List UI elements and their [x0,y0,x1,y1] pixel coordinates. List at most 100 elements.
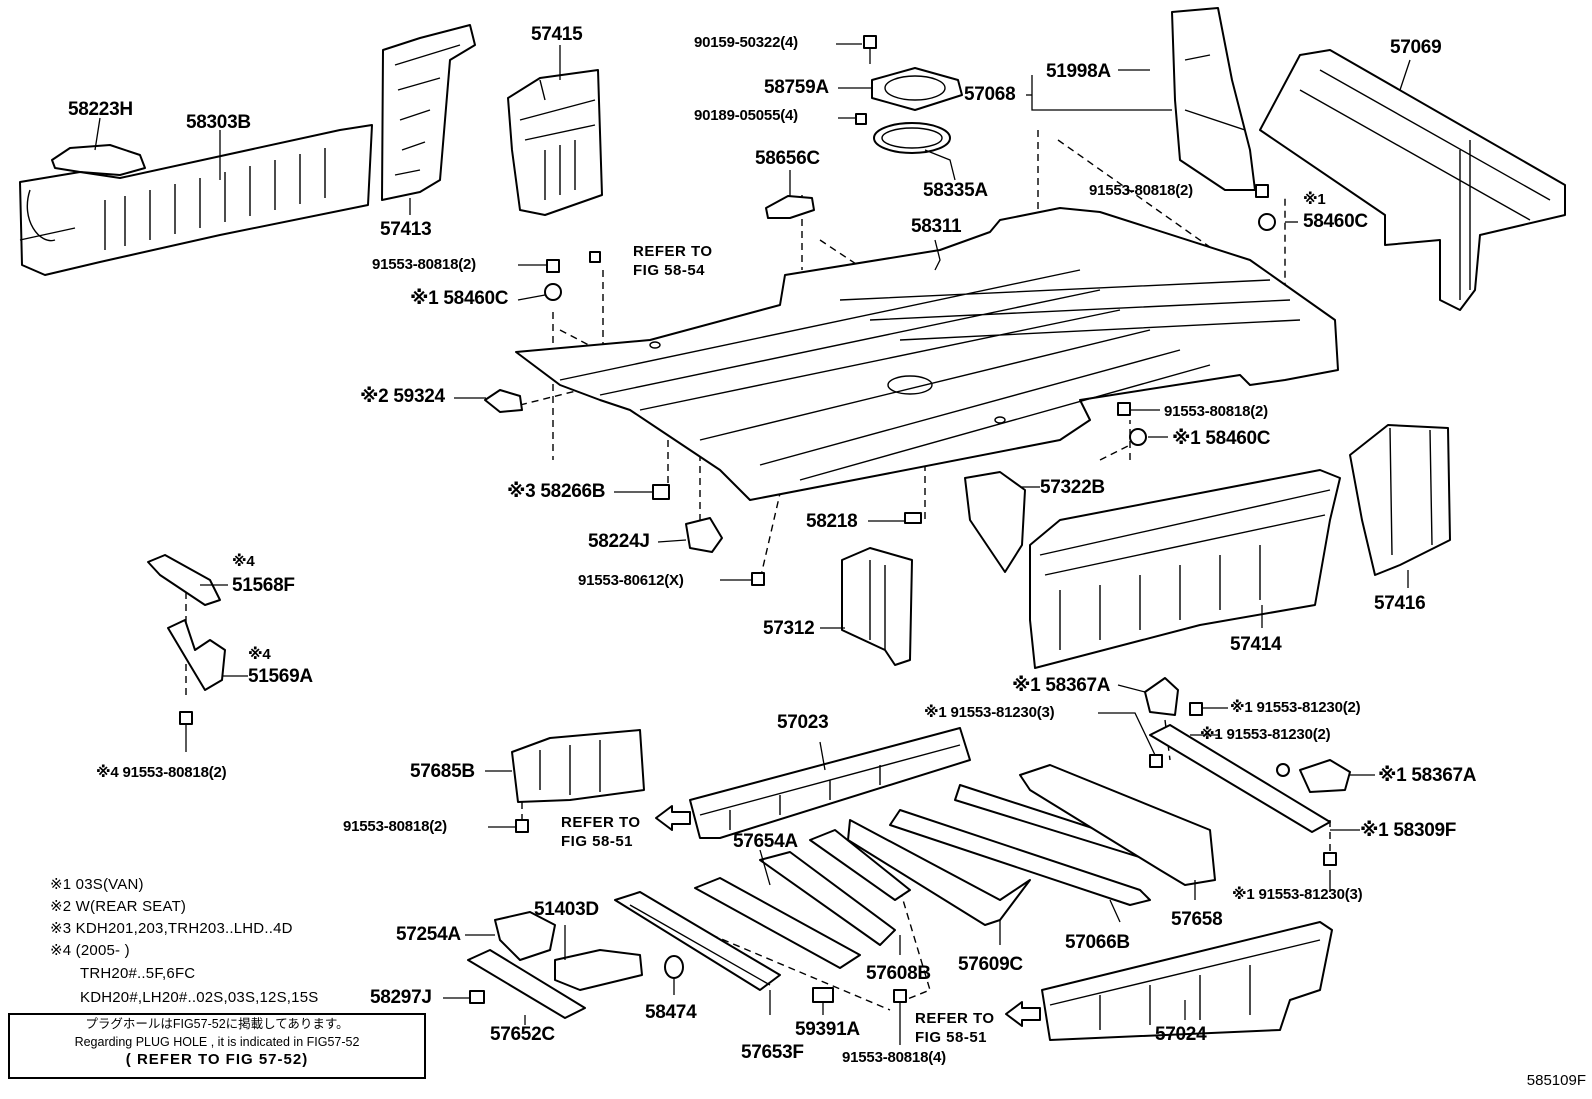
label-57413: 57413 [380,219,432,240]
plug-hole-notice-jp: プラグホールはFIG57-52に掲載してあります。 [85,1017,349,1031]
note-mark4-line3: KDH20#,LH20#..02S,03S,12S,15S [80,989,319,1006]
label-91553-80818-mark4: ※4 91553-80818(2) [96,764,227,781]
label-90189-05055: 90189-05055(4) [694,107,798,124]
part-58266B [652,484,670,500]
label-58460C-right: 58460C [1303,211,1368,232]
label-57685B: 57685B [410,761,475,782]
part-57254A [494,911,556,961]
part-57068 [1171,7,1256,191]
label-refer-to-a: REFER TO [633,243,713,260]
label-58367A-right: ※1 58367A [1378,765,1477,786]
part-57024 [1041,921,1333,1041]
label-mark4-b: ※4 [248,646,271,663]
label-57066B: 57066B [1065,932,1130,953]
diagram-code: 585109F [1526,1072,1586,1089]
part-58656C [765,195,815,219]
label-refer-to-b: REFER TO [561,814,641,831]
label-57653F: 57653F [741,1042,804,1063]
label-58297J: 58297J [370,987,432,1008]
label-51568F: 51568F [232,575,295,596]
label-58311: 58311 [911,216,962,237]
label-fig-58-54: FIG 58-54 [633,262,706,279]
label-57652C: 57652C [490,1024,555,1045]
part-58367A-top [1144,677,1179,716]
bolt-90189 [855,113,867,125]
plug-hole-notice-en: Regarding PLUG HOLE , it is indicated in… [74,1035,360,1049]
bolt-81230-top [1189,702,1203,716]
plug-hole-refer: ( REFER TO FIG 57-52) [125,1051,309,1068]
bolt-91553-57685 [515,819,529,833]
label-refer-to-c: REFER TO [915,1010,995,1027]
label-fig-58-51-a: FIG 58-51 [561,833,634,850]
part-58224J [685,517,723,553]
bolt-90159 [863,35,877,64]
label-51998A: 51998A [1046,61,1111,82]
label-58266B: ※3 58266B [507,481,606,502]
bolt-91553-left [546,259,560,273]
label-91553-80818-bottom: 91553-80818(4) [842,1049,946,1066]
part-57653F [614,891,781,991]
part-59391A [812,987,834,1003]
part-57413 [381,24,476,201]
label-57415: 57415 [531,24,583,45]
plug-hole-notice: プラグホールはFIG57-52に掲載してあります。 Regarding PLUG… [8,1013,426,1079]
label-57416: 57416 [1374,593,1426,614]
label-91553-81230-2-a: ※1 91553-81230(2) [1230,699,1361,716]
part-57312 [841,547,913,666]
clip-58460C-right [1258,213,1276,231]
label-mark1-right: ※1 [1303,191,1326,208]
note-mark2: ※2 W(REAR SEAT) [50,898,187,915]
label-91553-80612: 91553-80612(X) [578,572,684,589]
label-59324: ※2 59324 [360,386,445,407]
label-58656C: 58656C [755,148,820,169]
label-51569A: 51569A [248,666,313,687]
label-57658: 57658 [1171,909,1223,930]
leader-lines [94,43,1411,1045]
label-91553-81230-3-a: ※1 91553-81230(3) [924,704,1055,721]
label-51403D: 51403D [534,899,599,920]
bolt-91553-right [1255,184,1269,198]
label-57312: 57312 [763,618,815,639]
label-57608B: 57608B [866,963,931,984]
label-91553-80818-left: 91553-80818(2) [372,256,476,273]
label-58460C-mid: ※1 58460C [1172,428,1271,449]
label-58759A: 58759A [764,77,829,98]
part-57658 [1019,764,1216,886]
part-58311-floor-panel [515,207,1339,501]
part-57322B [964,471,1026,573]
label-fig-58-51-b: FIG 58-51 [915,1029,988,1046]
label-91553-80818-57685: 91553-80818(2) [343,818,447,835]
part-57685B [511,729,645,803]
part-58474 [664,955,684,979]
part-57023 [689,727,971,839]
label-57254A: 57254A [396,924,461,945]
label-91553-80818-mid: 91553-80818(2) [1164,403,1268,420]
bolt-91553-51569 [179,711,193,752]
label-58309F: ※1 58309F [1360,820,1457,841]
part-58218 [904,512,922,524]
bolt-91553-80612 [751,572,765,586]
label-58223H: 58223H [68,99,133,120]
label-58218: 58218 [806,511,858,532]
label-57068: 57068 [964,84,1016,105]
label-58474: 58474 [645,1002,697,1023]
bolt-91553-mid [1117,402,1131,416]
note-mark4: ※4 (2005- ) [50,942,130,959]
note-mark3: ※3 KDH201,203,TRH203..LHD..4D [50,920,293,937]
label-57322B: 57322B [1040,477,1105,498]
label-91553-80818-right: 91553-80818(2) [1089,182,1193,199]
note-mark1: ※1 03S(VAN) [50,876,144,893]
note-mark4-line2: TRH20#..5F,6FC [80,965,196,982]
label-58460C-left: ※1 58460C [410,288,509,309]
part-57415 [507,69,603,216]
bolt-refer-58-54 [589,251,601,263]
label-58224J: 58224J [588,531,650,552]
part-59324 [484,389,523,413]
clip-58460C-mid [1129,428,1147,446]
part-58297J [469,990,485,1004]
label-91553-81230-3-b: ※1 91553-81230(3) [1232,886,1363,903]
part-58759A [871,67,963,111]
label-90159-50322: 90159-50322(4) [694,34,798,51]
